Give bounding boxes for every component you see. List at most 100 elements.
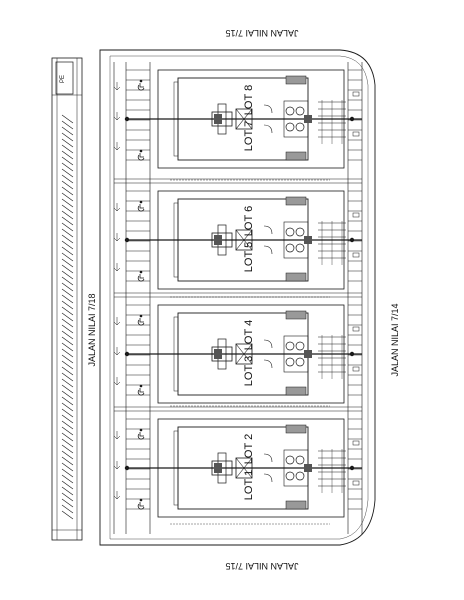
hatch-line xyxy=(61,138,74,148)
hatch-line xyxy=(61,114,74,124)
kerb-mark xyxy=(352,440,360,446)
lift-cross xyxy=(235,108,253,130)
pe-box: PE xyxy=(55,61,74,95)
direction-arrow-icon xyxy=(113,233,121,242)
door-arc xyxy=(263,124,273,134)
back-fill xyxy=(285,386,307,396)
hatch-line xyxy=(61,264,74,274)
stair-core xyxy=(211,111,233,127)
wall-node xyxy=(349,237,355,243)
hatch-line xyxy=(61,240,74,250)
fixture xyxy=(295,471,305,481)
hatch-line xyxy=(61,168,74,178)
hatch-line xyxy=(61,474,74,484)
wall-node xyxy=(124,465,130,471)
fixture xyxy=(285,471,295,481)
hatch-line xyxy=(61,480,74,490)
door-arc xyxy=(263,339,273,349)
wheelchair-icon xyxy=(137,270,145,282)
direction-arrow-icon xyxy=(113,317,121,326)
wall-node xyxy=(349,116,355,122)
road-label-left: JALAN NILAI 7/18 xyxy=(87,293,97,366)
lot-label-b: LOT 8 xyxy=(243,85,255,115)
hatch-line xyxy=(61,354,74,364)
hatch-line xyxy=(61,432,74,442)
door-arc xyxy=(263,453,273,463)
hatch-line xyxy=(61,402,74,412)
door-arc xyxy=(263,359,273,369)
fixture-fill xyxy=(304,464,312,472)
door-arc xyxy=(263,225,273,235)
direction-arrow-icon xyxy=(113,491,121,500)
wheelchair-icon xyxy=(137,200,145,212)
hatch-line xyxy=(61,390,74,400)
hatch-line xyxy=(61,282,74,292)
fixture xyxy=(295,243,305,253)
hatch-line xyxy=(61,336,74,346)
fixture xyxy=(295,455,305,465)
hatch-line xyxy=(61,162,74,172)
hatch-line xyxy=(61,342,74,352)
hatch-line xyxy=(61,348,74,358)
block-1: LOT 7 LOT 8 xyxy=(113,69,362,169)
drain-hatch xyxy=(61,114,74,520)
direction-arrow-icon xyxy=(113,347,121,356)
hatch-line xyxy=(61,300,74,310)
kerb-mark xyxy=(352,131,360,137)
hatch-line xyxy=(61,312,74,322)
direction-arrow-icon xyxy=(113,263,121,272)
kerb-mark xyxy=(352,366,360,372)
lift-box xyxy=(235,108,253,130)
hatch-line xyxy=(61,246,74,256)
door-arc xyxy=(263,245,273,255)
wall-node xyxy=(124,116,130,122)
hatch-line xyxy=(61,456,74,466)
hatch-line xyxy=(61,198,74,208)
hatch-line xyxy=(61,174,74,184)
stair-core xyxy=(211,460,233,476)
lot-label-a: LOT 1 xyxy=(243,470,255,500)
hatch-line xyxy=(61,372,74,382)
lot-label-b: LOT 2 xyxy=(243,434,255,464)
direction-arrow-icon xyxy=(113,203,121,212)
wheelchair-icon xyxy=(137,498,145,510)
direction-arrow-icon xyxy=(113,461,121,470)
stair-fill xyxy=(214,463,222,473)
lot-label-a: LOT 7 xyxy=(243,121,255,151)
lift-box xyxy=(235,343,253,365)
lift-cross xyxy=(235,457,253,479)
hatch-line xyxy=(61,276,74,286)
stair-core xyxy=(211,232,233,248)
fixture xyxy=(295,106,305,116)
hatch-line xyxy=(61,384,74,394)
hatch-line xyxy=(61,438,74,448)
kerb-mark xyxy=(352,252,360,258)
hatch-line xyxy=(61,132,74,142)
pe-label: PE xyxy=(60,75,66,83)
back-fill xyxy=(285,500,307,510)
road-label-top: JALAN NILAI 7/15 xyxy=(225,28,298,38)
wall-node xyxy=(124,237,130,243)
hatch-line xyxy=(61,228,74,238)
direction-arrow-icon xyxy=(113,142,121,151)
hatch-line xyxy=(61,252,74,262)
hatch-line xyxy=(61,486,74,496)
hatch-line xyxy=(61,186,74,196)
wheelchair-icon xyxy=(137,314,145,326)
fixture-fill xyxy=(304,115,312,123)
fixture xyxy=(285,455,295,465)
kerb-mark xyxy=(352,212,360,218)
fixture xyxy=(285,243,295,253)
hatch-line xyxy=(61,462,74,472)
door-arc xyxy=(263,473,273,483)
back-fill xyxy=(285,272,307,282)
lot-label-b: LOT 4 xyxy=(243,320,255,350)
back-fill xyxy=(285,424,307,434)
parking-lines xyxy=(113,62,363,534)
hatch-line xyxy=(61,408,74,418)
wall-node xyxy=(349,465,355,471)
wheelchair-icon xyxy=(137,384,145,396)
